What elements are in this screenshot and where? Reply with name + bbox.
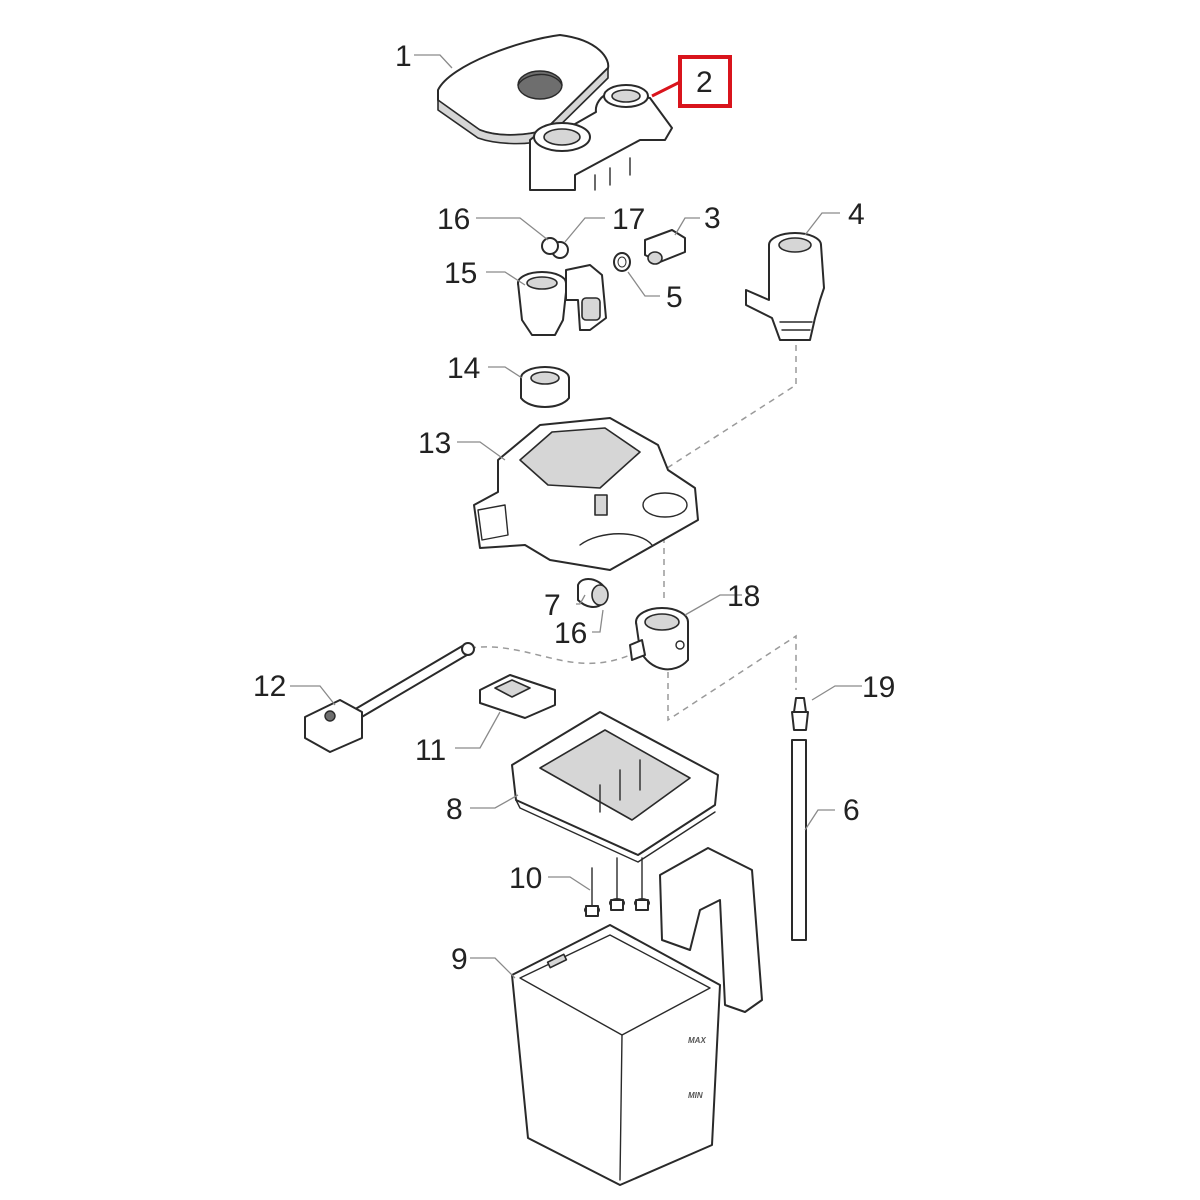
part-15-mixing-unit[interactable] <box>517 264 607 336</box>
part-1-lid[interactable] <box>437 34 610 145</box>
label-7[interactable]: 7 <box>544 589 561 622</box>
label-10[interactable]: 10 <box>509 862 542 895</box>
label-3[interactable]: 3 <box>704 202 721 235</box>
leader-lines <box>290 54 862 979</box>
label-13[interactable]: 13 <box>418 427 451 460</box>
label-11[interactable]: 11 <box>415 734 446 767</box>
part-6-tube[interactable] <box>791 739 807 941</box>
part-17-fitting[interactable] <box>541 237 569 259</box>
label-8[interactable]: 8 <box>446 793 463 826</box>
part-10-screws[interactable] <box>584 857 650 917</box>
part-9-milk-jug[interactable]: MAX MIN <box>511 847 763 1186</box>
label-9[interactable]: 9 <box>451 943 468 976</box>
label-4[interactable]: 4 <box>848 198 865 231</box>
part-12-suction-tube[interactable] <box>304 642 475 753</box>
label-15[interactable]: 15 <box>444 257 477 290</box>
part-2-highlight <box>651 55 732 108</box>
label-18[interactable]: 18 <box>727 580 760 613</box>
label-2[interactable]: 2 <box>696 66 713 99</box>
label-14[interactable]: 14 <box>447 352 480 385</box>
part-13-main-body[interactable] <box>473 417 699 571</box>
part-labels: 1 2 3 4 5 6 7 8 9 10 11 12 13 14 15 16 1… <box>253 40 895 976</box>
part-18-connector[interactable] <box>629 607 689 671</box>
label-16-top[interactable]: 16 <box>437 203 470 236</box>
label-17[interactable]: 17 <box>612 203 645 236</box>
part-14-ring-nut[interactable] <box>520 366 570 408</box>
label-1[interactable]: 1 <box>395 40 412 73</box>
label-6[interactable]: 6 <box>843 794 860 827</box>
jug-max-mark: MAX <box>688 1036 706 1045</box>
part-4-valve-assembly[interactable] <box>745 232 825 341</box>
assembly-guide-lines <box>469 345 797 722</box>
part-7-plug[interactable] <box>577 578 609 608</box>
part-5-o-ring[interactable] <box>613 252 631 272</box>
label-19[interactable]: 19 <box>862 671 895 704</box>
part-3-connector[interactable] <box>644 229 686 265</box>
part-19-nozzle[interactable] <box>791 697 809 731</box>
label-16-bottom[interactable]: 16 <box>554 617 587 650</box>
part-8-jug-lid[interactable] <box>511 711 719 863</box>
label-5[interactable]: 5 <box>666 281 683 314</box>
part-11-clip[interactable] <box>479 674 556 719</box>
part-2-upper-housing[interactable] <box>529 84 673 191</box>
jug-min-mark: MIN <box>688 1091 703 1100</box>
label-12[interactable]: 12 <box>253 670 286 703</box>
